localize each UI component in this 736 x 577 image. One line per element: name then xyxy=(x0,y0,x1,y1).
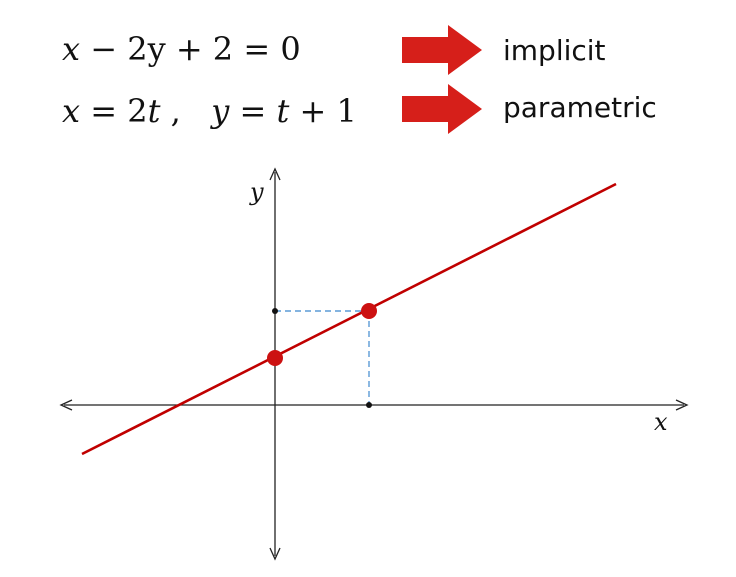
arrow-shape xyxy=(402,25,482,75)
eq-rest: − 2y + 2 = 0 xyxy=(80,30,301,68)
eq-var-y: y xyxy=(211,92,230,130)
y-axis-top-arrowhead xyxy=(269,167,281,181)
parametric-label: parametric xyxy=(503,91,657,124)
y-intercept-point xyxy=(267,350,283,366)
right-arrow-icon xyxy=(402,25,482,75)
x-axis-label: x xyxy=(654,408,668,436)
eq-var-t: t xyxy=(147,92,161,130)
eq-var-x: x xyxy=(62,92,81,130)
y-axis-label: y xyxy=(249,178,264,206)
x-axis-left-arrowhead xyxy=(59,399,73,411)
x-axis-right-arrowhead xyxy=(675,399,689,411)
eq-var-x: x xyxy=(62,30,81,68)
y-axis-bottom-arrowhead xyxy=(269,547,281,561)
graph-line xyxy=(81,182,617,456)
implicit-equation: x − 2y + 2 = 0 xyxy=(62,30,301,68)
eq-part: + 1 xyxy=(289,92,357,130)
line-point xyxy=(361,303,377,319)
eq-separator: , xyxy=(160,92,212,130)
eq-var-t: t xyxy=(276,92,290,130)
x-tick-dot xyxy=(366,402,372,408)
eq-part: = xyxy=(229,92,277,130)
implicit-label: implicit xyxy=(503,34,606,67)
y-tick-dot xyxy=(272,308,278,314)
arrow-shape xyxy=(402,84,482,134)
right-arrow-icon xyxy=(402,84,482,134)
parametric-equations: x = 2t , y = t + 1 xyxy=(62,92,357,130)
eq-part: = 2 xyxy=(80,92,148,130)
